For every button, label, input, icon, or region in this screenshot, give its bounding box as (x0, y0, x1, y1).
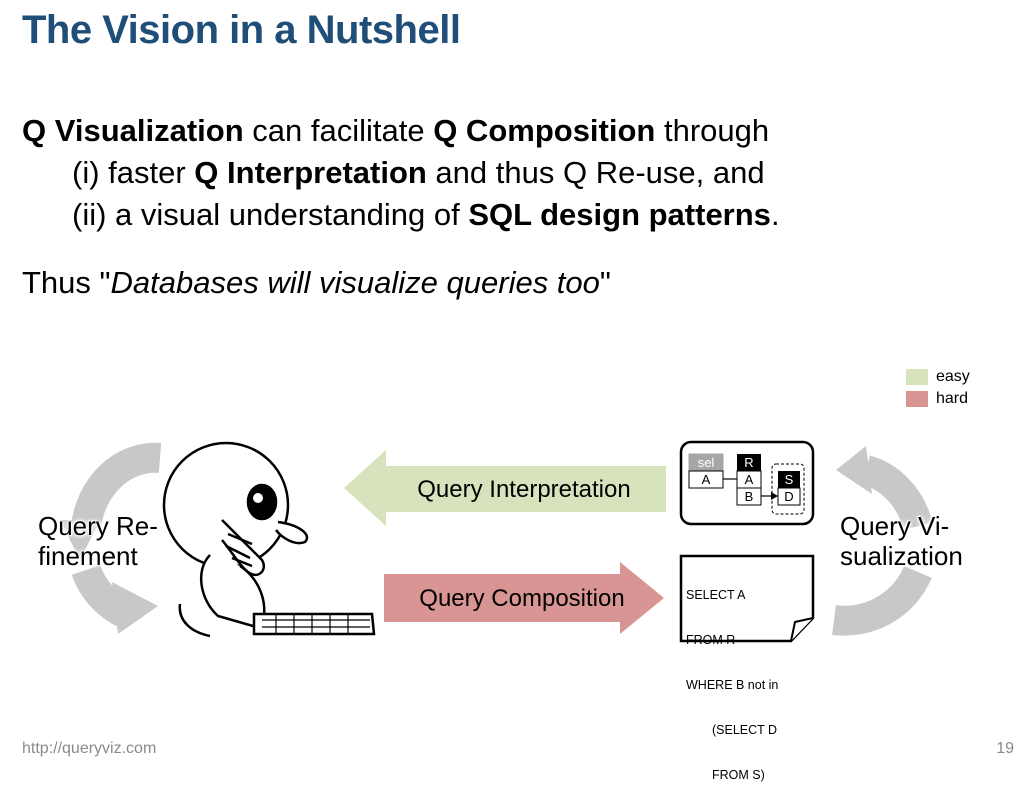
main-statement: Q Visualization can facilitate Q Composi… (22, 110, 780, 236)
person-fingers (225, 532, 253, 568)
refinement-line-2: finement (38, 541, 138, 571)
refinement-line-1: Query Re- (38, 511, 158, 541)
page-number: 19 (996, 740, 1014, 757)
person-arm (178, 603, 211, 638)
visualization-label: Query Vi- sualization (840, 511, 963, 571)
viz-s-header-box (778, 471, 800, 488)
person-nose (275, 520, 309, 545)
visualization-arc-top (861, 455, 933, 531)
sql-line-3: WHERE B not in (686, 678, 779, 692)
line-2: (i) faster Q Interpretation and thus Q R… (22, 152, 780, 194)
viz-sel-header: sel (698, 455, 715, 470)
legend-easy-swatch (906, 369, 928, 385)
visualization-cycle-arrows (832, 446, 933, 636)
visualization-arrowhead-left (836, 446, 872, 494)
line1-text-b: through (655, 113, 770, 148)
viz-r-attr2: B (745, 489, 754, 504)
refinement-label: Query Re- finement (38, 511, 158, 571)
footer-url[interactable]: http://queryviz.com (22, 740, 157, 757)
quote-prefix: Thus " (22, 265, 111, 300)
keyboard (252, 612, 376, 636)
cycle-diagram: Query Interpretation Query Composition s… (60, 440, 933, 643)
composition-arrow: Query Composition (384, 562, 664, 634)
viz-s-header: S (785, 472, 794, 487)
viz-r-header: R (744, 455, 753, 470)
person-eye (246, 483, 278, 521)
quote-italic: Databases will visualize queries too (110, 265, 600, 300)
person-illustration (162, 441, 376, 638)
quote-line: Thus "Databases will visualize queries t… (22, 262, 611, 304)
line2-text-a: (i) faster (72, 155, 195, 190)
refinement-arrowhead-right (112, 582, 158, 634)
refinement-cycle-arrows (60, 442, 162, 634)
viz-r-header-box (737, 454, 761, 471)
q-visualization-term: Q Visualization (22, 113, 244, 148)
interpretation-arrow-shape (344, 450, 666, 526)
viz-not-in-box (771, 463, 805, 515)
viz-not-in-arrowhead (771, 492, 778, 500)
visualization-line-1: Query Vi- (840, 511, 950, 541)
slide-title: The Vision in a Nutshell (22, 8, 461, 52)
sql-line-1: SELECT A (686, 588, 746, 602)
person-eye-highlight (253, 493, 263, 503)
visualization-line-2: sualization (840, 541, 963, 571)
sql-note (679, 554, 815, 643)
line3-text-b: . (770, 197, 780, 232)
refinement-arrowhead-down (60, 520, 100, 560)
q-composition-term: Q Composition (433, 113, 656, 148)
sql-note-fold (790, 617, 814, 642)
sql-design-patterns-term: SQL design patterns (468, 197, 771, 232)
line1-text-a: can facilitate (243, 113, 434, 148)
viz-s-attr: D (784, 489, 793, 504)
sql-text: SELECT A FROM R WHERE B not in (SELECT D… (686, 558, 778, 798)
viz-sel-attr: A (702, 472, 711, 487)
line-1: Q Visualization can facilitate Q Composi… (22, 113, 769, 148)
sql-line-2: FROM R (686, 633, 736, 647)
sql-line-4: (SELECT D (712, 723, 778, 737)
legend: easy hard (906, 366, 970, 410)
line-3: (ii) a visual understanding of SQL desig… (22, 194, 780, 236)
refinement-arc-top (71, 442, 162, 529)
line3-text-a: (ii) a visual understanding of (72, 197, 469, 232)
legend-easy: easy (906, 366, 970, 388)
line2-text-b: and thus Q Re-use, and (426, 155, 765, 190)
viz-r-attr1: A (745, 472, 754, 487)
quote-suffix: " (599, 265, 611, 300)
query-viz-thumbnail: sel A R A B S D (679, 440, 815, 526)
legend-easy-label: easy (936, 368, 970, 385)
composition-arrow-shape (384, 562, 664, 634)
q-interpretation-term: Q Interpretation (194, 155, 427, 190)
interpretation-arrow: Query Interpretation (344, 450, 666, 526)
legend-hard-label: hard (936, 390, 969, 407)
visualization-arc-bottom (832, 565, 932, 636)
legend-hard: hard (906, 388, 970, 410)
interpretation-label: Query Interpretation (417, 476, 630, 503)
composition-label: Query Composition (419, 585, 624, 612)
sql-line-5: FROM S) (712, 768, 765, 782)
viz-s-attr-box (777, 487, 801, 506)
keyboard-keys (262, 614, 370, 634)
legend-hard-swatch (906, 391, 928, 407)
